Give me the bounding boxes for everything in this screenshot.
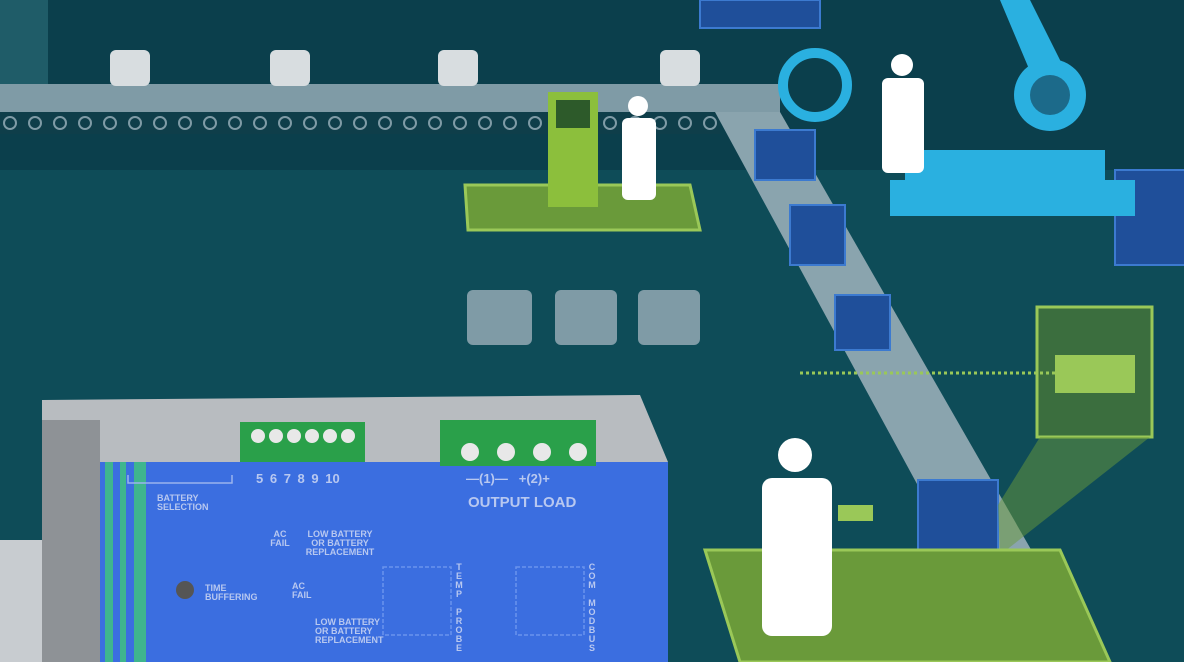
relay-ac-fail-label: AC FAIL xyxy=(270,529,290,548)
top-conveyor xyxy=(0,0,780,134)
terminal-number: 7 xyxy=(283,471,298,486)
terminal-number: 8 xyxy=(297,471,312,486)
temp-probe-label: TEMP PROBE xyxy=(454,562,464,652)
ups-device xyxy=(0,395,668,662)
terminal-number: 5 xyxy=(256,471,270,486)
led-low-battery-label: LOW BATTERY OR BATTERY REPLACEMENT xyxy=(315,617,384,645)
time-buffering-label: TIME BUFFERING xyxy=(205,583,258,602)
terminal-number: 10 xyxy=(325,471,340,486)
com-modbus-label: COM MODBUS xyxy=(587,562,597,652)
led-ac-fail-label: AC FAIL xyxy=(292,581,312,600)
terminal-number: 9 xyxy=(311,471,326,486)
blue-boxes xyxy=(699,0,1184,566)
output-terminals-label: —(1)— +(2)+ xyxy=(466,471,550,486)
terminal-numbers: 5 6 7 8 9 10 xyxy=(256,472,340,485)
relay-low-battery-label: LOW BATTERY OR BATTERY REPLACEMENT xyxy=(305,529,375,557)
worker-figures xyxy=(622,54,924,636)
terminal-number: 6 xyxy=(269,471,284,486)
battery-selection-label: BATTERY SELECTION xyxy=(157,493,209,512)
output-load-label: OUTPUT LOAD xyxy=(468,494,577,511)
